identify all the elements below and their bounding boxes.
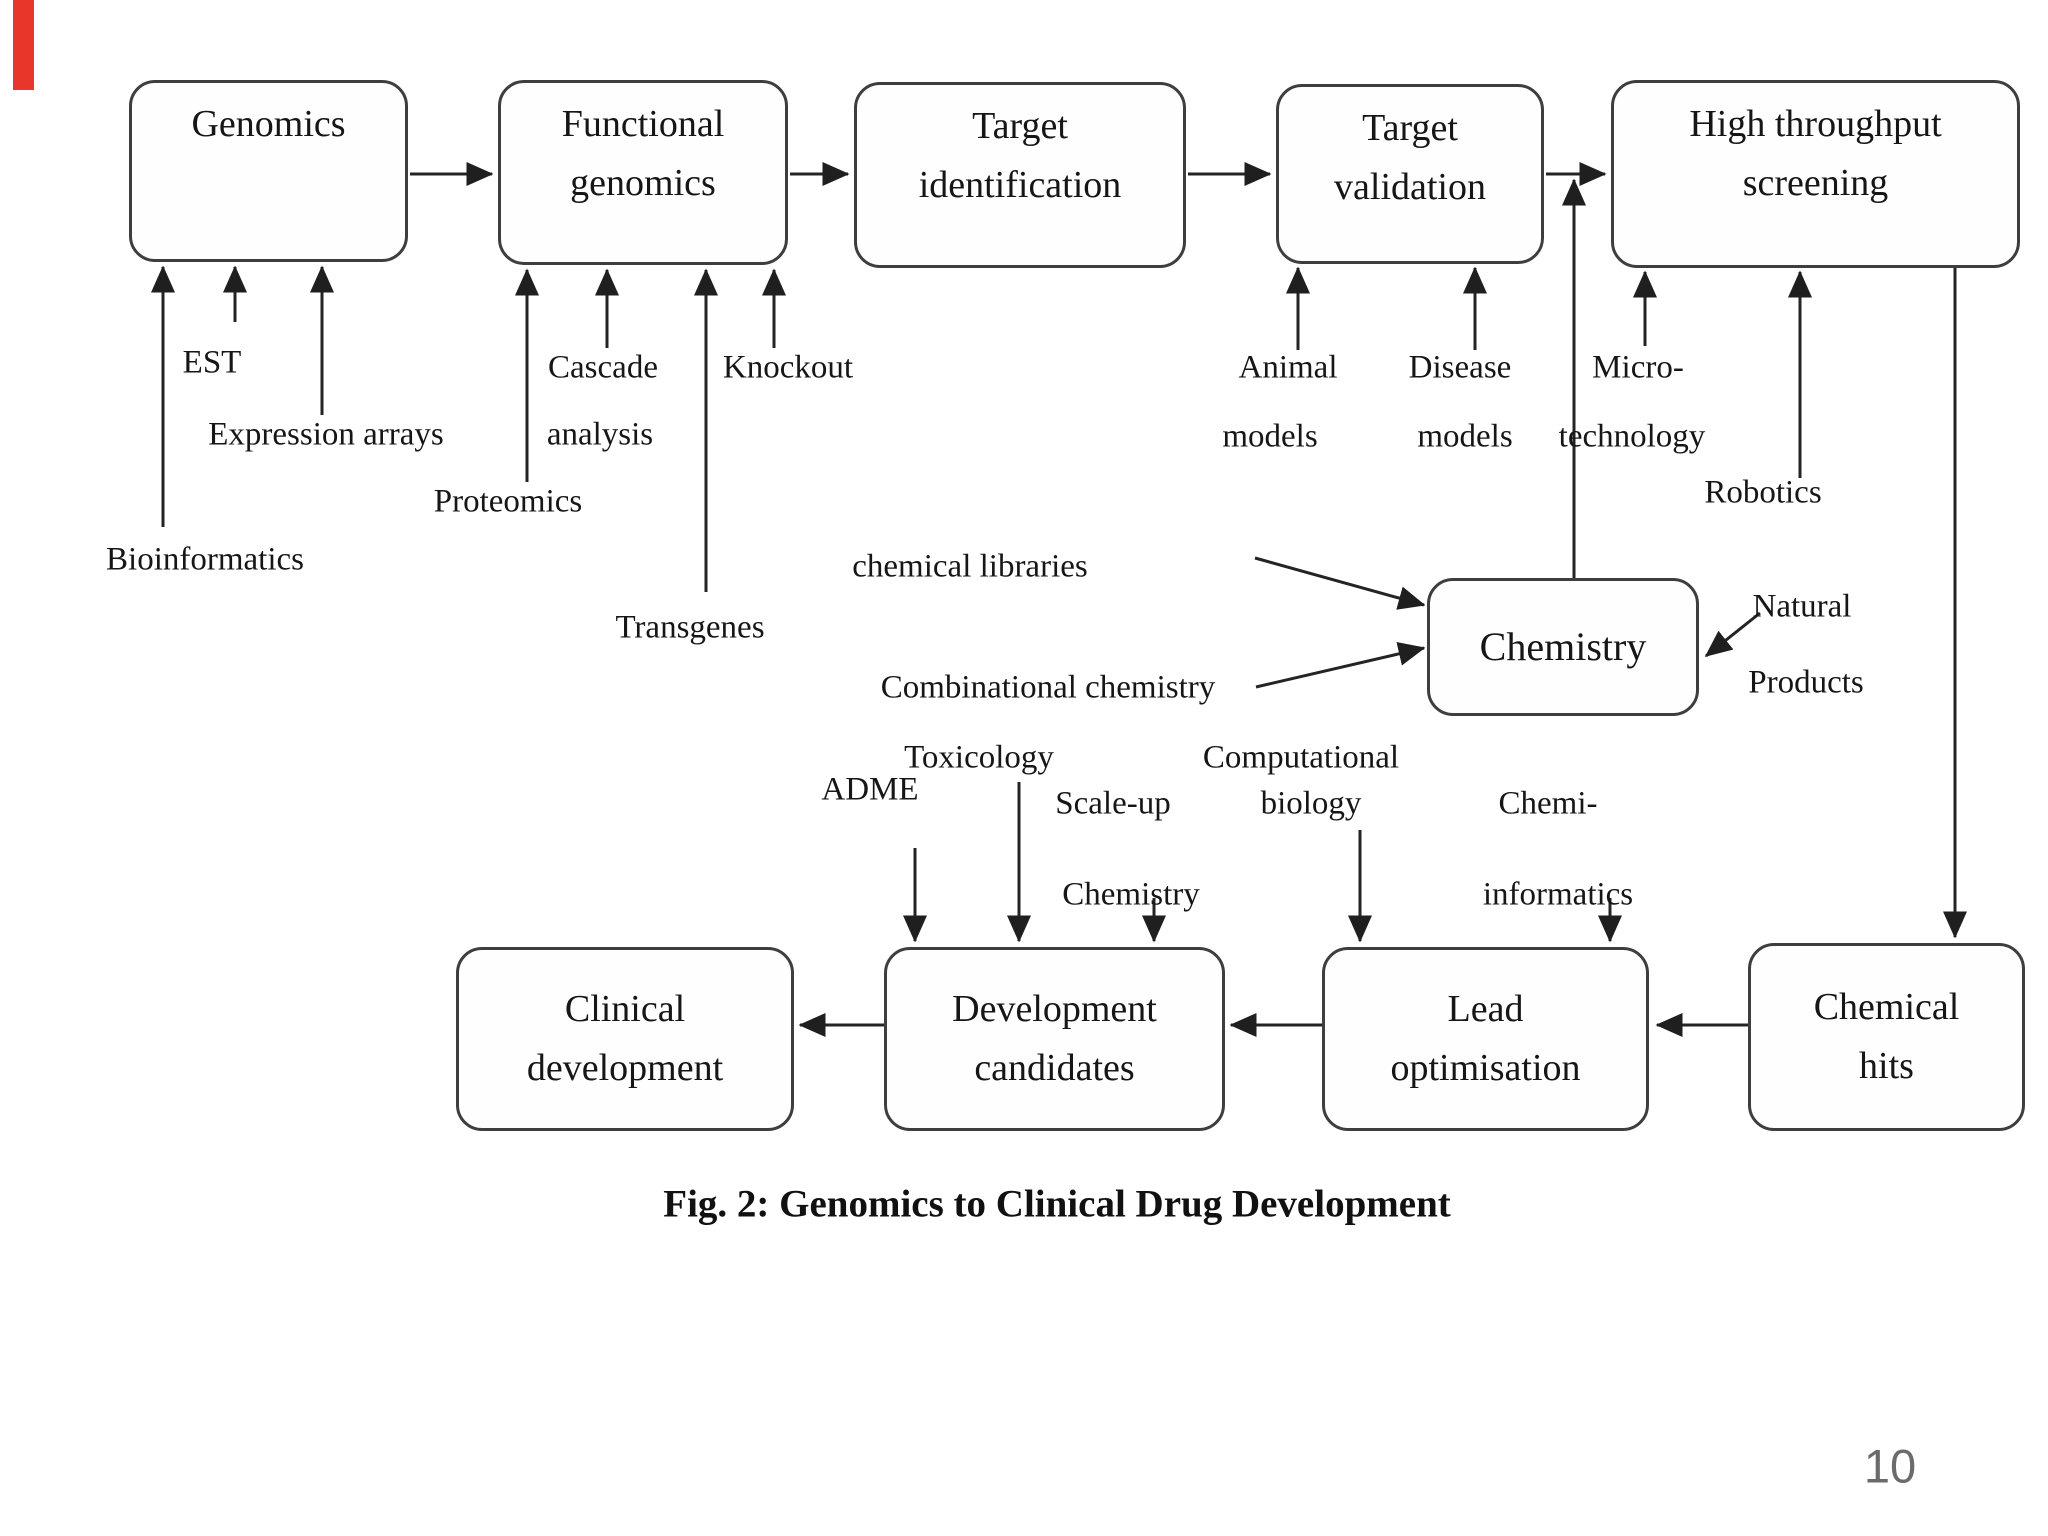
annotation-est: EST <box>182 344 242 381</box>
red-marker-strip <box>13 0 34 90</box>
annotation-comp-biology: biology <box>1260 785 1362 822</box>
page-number: 10 <box>1863 1439 1917 1493</box>
annotation-animal-models: models <box>1222 418 1318 455</box>
annotation-natural: Natural <box>1752 588 1852 625</box>
annotation-toxicology: Toxicology <box>904 739 1054 776</box>
figure-caption: Fig. 2: Genomics to Clinical Drug Develo… <box>663 1182 1451 1226</box>
flow-box-label: Functional <box>561 103 725 145</box>
flow-box-chemistry: Chemistry <box>1427 578 1699 716</box>
annotation-computational: Computational <box>1202 739 1400 776</box>
annotation-micro-technology: technology <box>1558 418 1706 455</box>
annotation-adme: ADME <box>821 771 919 808</box>
flow-box-label: candidates <box>974 1047 1135 1089</box>
flow-box-label: screening <box>1742 161 1889 204</box>
annotation-combinational-chemistry: Combinational chemistry <box>880 669 1216 706</box>
annotation-scale-up: Scale-up <box>1055 785 1171 822</box>
arrow-chemical-libraries-in <box>1254 556 1426 610</box>
annotation-transgenes: Transgenes <box>615 609 765 646</box>
annotation-robotics: Robotics <box>1704 474 1822 511</box>
flow-box-development-candidates: Development candidates <box>884 947 1225 1131</box>
flow-box-lead-optimisation: Lead optimisation <box>1322 947 1649 1131</box>
annotation-disease-models: models <box>1417 418 1513 455</box>
flow-box-label: High throughput <box>1689 103 1942 145</box>
flow-box-high-throughput-screening: High throughput screening <box>1611 80 2020 268</box>
flow-box-label: development <box>526 1047 724 1089</box>
annotation-natural-products: Products <box>1748 664 1864 701</box>
flow-box-label: validation <box>1334 165 1486 208</box>
flow-box-label: hits <box>1859 1045 1914 1087</box>
flow-box-chemical-hits: Chemical hits <box>1748 943 2025 1131</box>
annotation-scale-up-chemistry: Chemistry <box>1062 876 1200 913</box>
annotation-cascade: Cascade <box>548 349 658 386</box>
annotation-chemical-libraries: chemical libraries <box>852 548 1088 585</box>
annotation-knockout: Knockout <box>722 349 854 386</box>
arrow-combinational-chemistry-in <box>1255 642 1426 689</box>
annotation-chemi: Chemi- <box>1498 785 1598 822</box>
flow-box-genomics: Genomics <box>129 80 408 262</box>
flow-box-label: identification <box>918 163 1122 206</box>
flow-box-label: Chemistry <box>1479 624 1647 669</box>
annotation-analysis: analysis <box>546 416 654 453</box>
flow-box-label: Target <box>972 105 1068 147</box>
flow-box-label: Chemical <box>1813 986 1960 1029</box>
flow-box-target-validation: Target validation <box>1276 84 1544 264</box>
annotation-proteomics: Proteomics <box>433 483 583 520</box>
flow-box-label: Lead <box>1447 988 1524 1031</box>
flow-box-label: optimisation <box>1390 1047 1581 1089</box>
annotation-micro: Micro- <box>1592 349 1684 386</box>
flow-box-target-identification: Target identification <box>854 82 1186 268</box>
annotation-disease: Disease <box>1408 349 1512 386</box>
flow-box-label: Target <box>1362 107 1458 149</box>
flow-box-label: genomics <box>570 161 716 204</box>
flow-box-label: Genomics <box>191 103 346 145</box>
annotation-chemi-informatics: informatics <box>1482 876 1634 913</box>
flow-box-functional-genomics: Functional genomics <box>498 80 788 265</box>
annotation-expression-arrays: Expression arrays <box>208 416 444 453</box>
annotation-animal: Animal <box>1238 349 1338 386</box>
flow-box-label: Clinical <box>564 988 686 1031</box>
flow-box-label: Development <box>952 988 1157 1031</box>
annotation-bioinformatics: Bioinformatics <box>106 541 304 578</box>
flow-box-clinical-development: Clinical development <box>456 947 794 1131</box>
